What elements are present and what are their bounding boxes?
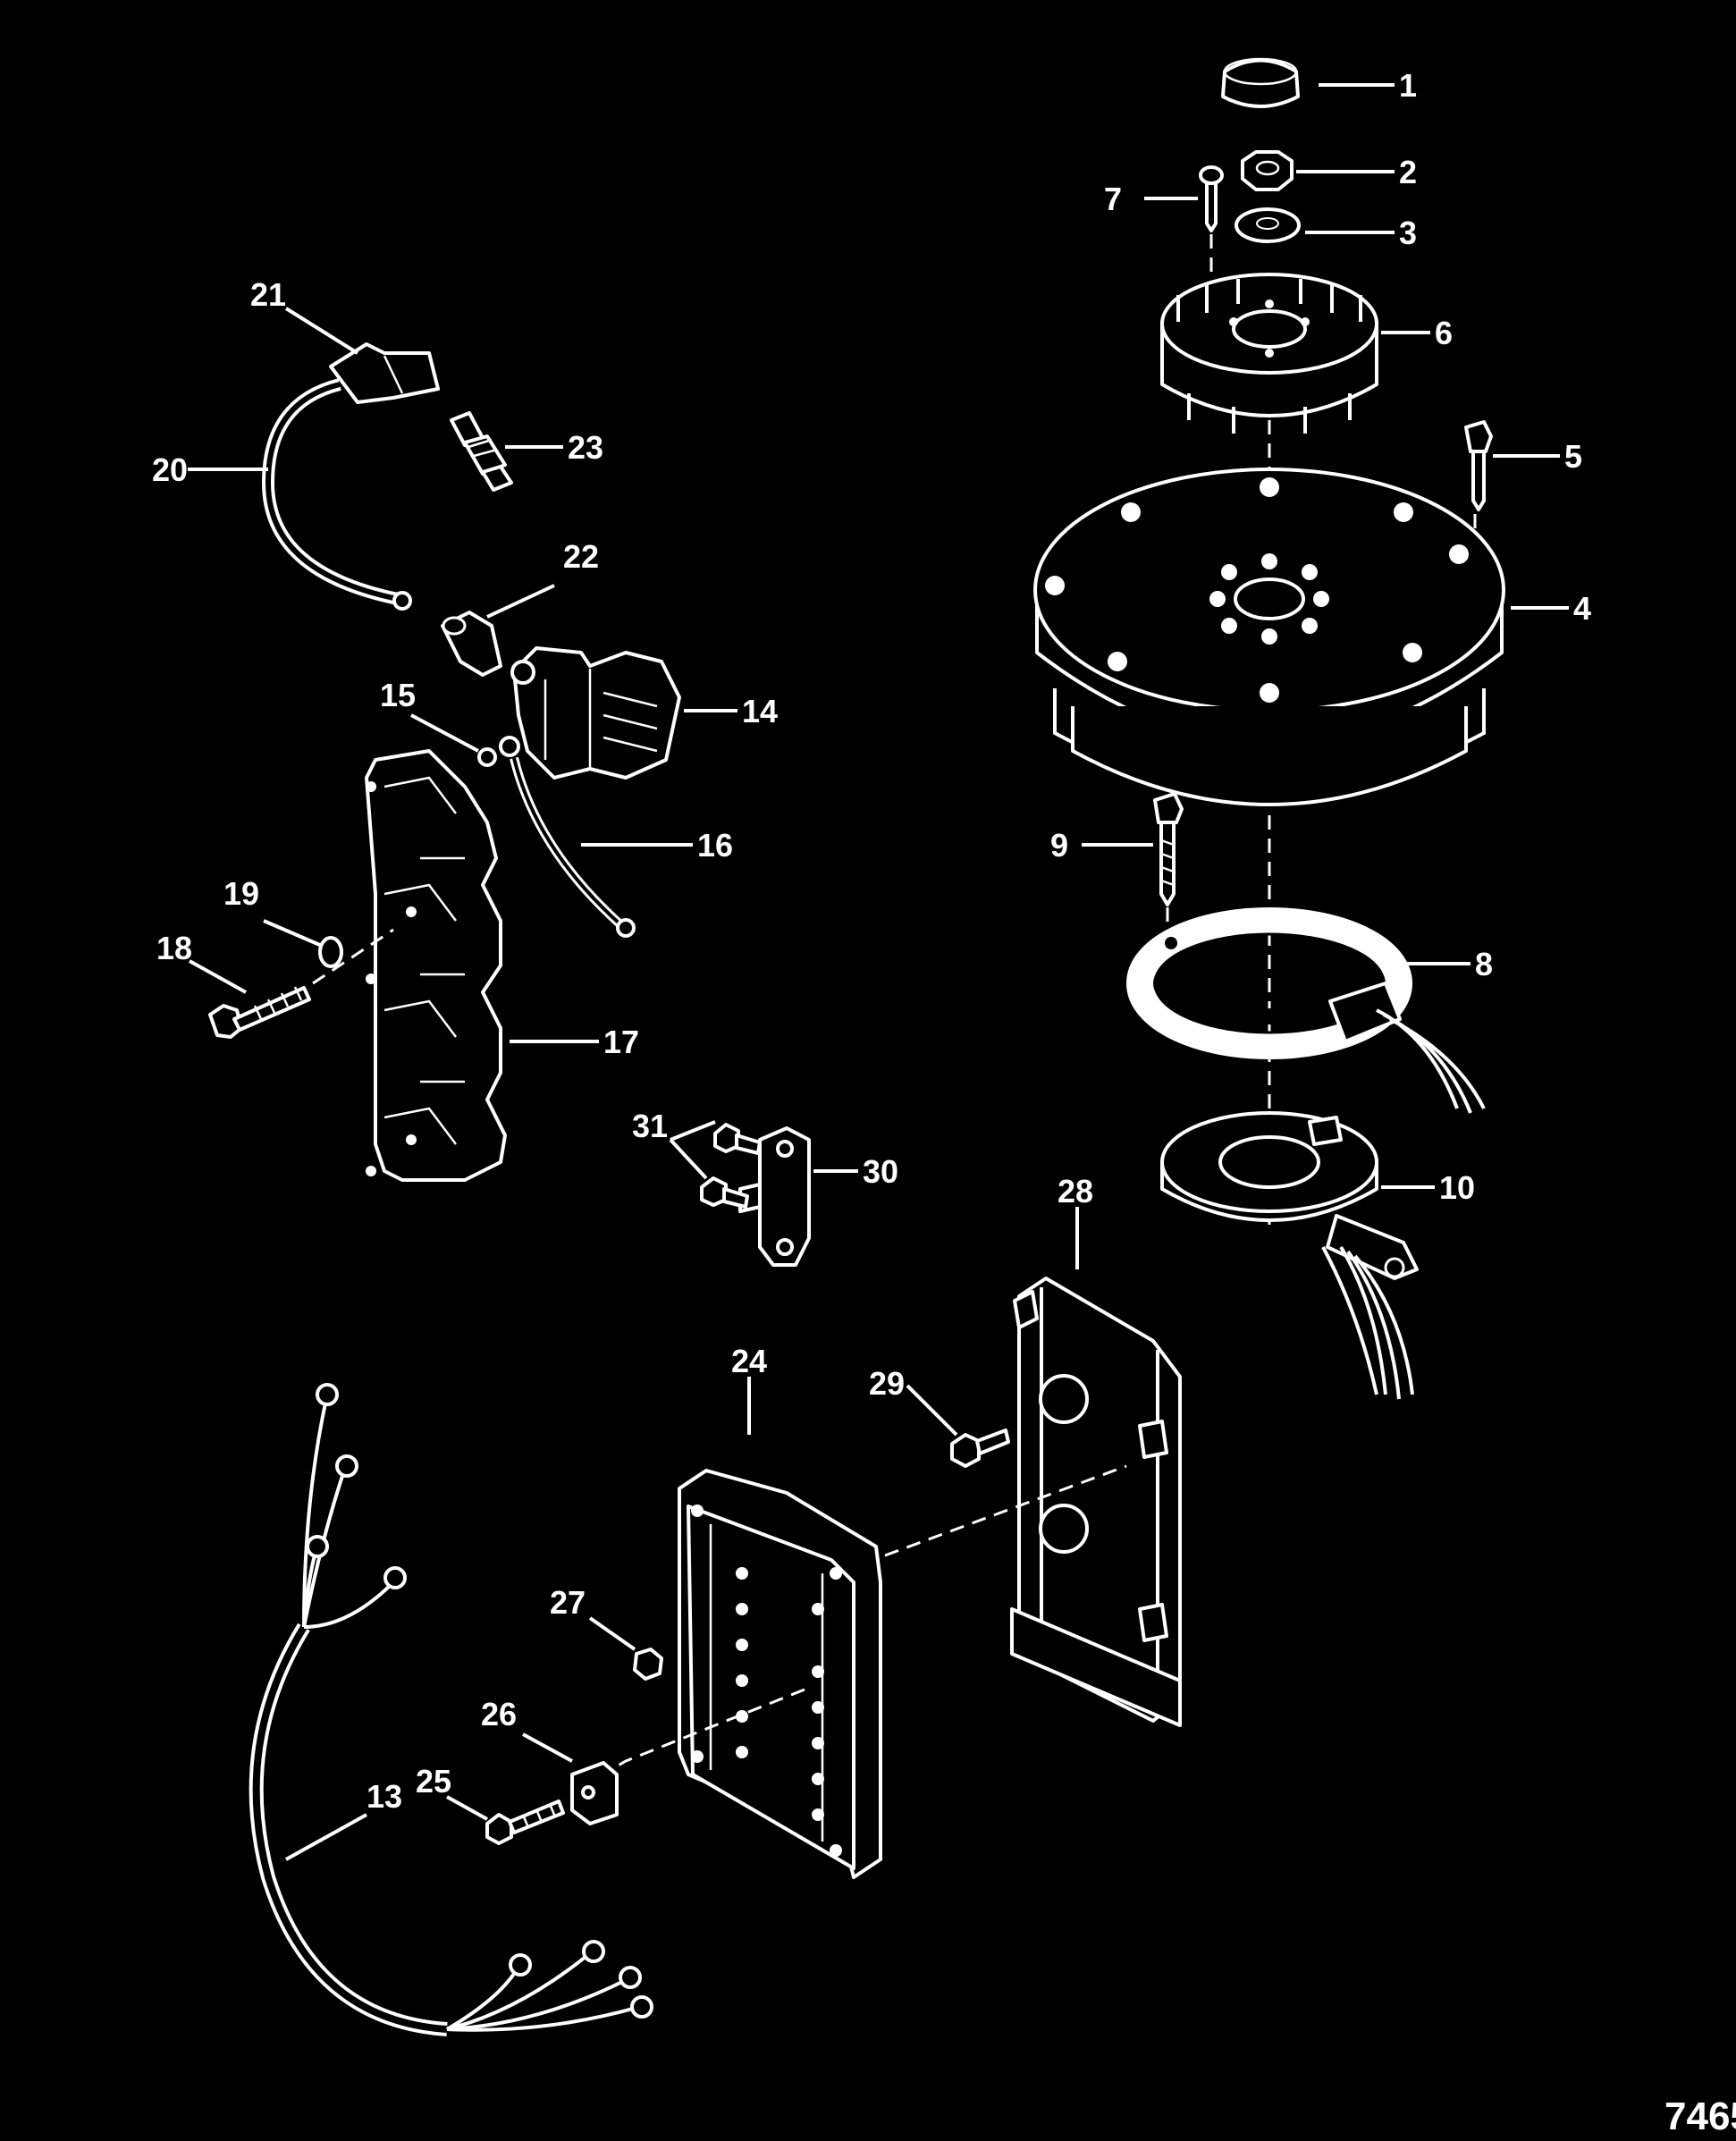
callout-27: 27: [550, 1584, 586, 1621]
part-5-bolt: [1464, 420, 1493, 536]
leader-13: [285, 1813, 367, 1861]
callout-2: 2: [1399, 154, 1417, 190]
part-10-trigger: [1160, 1111, 1419, 1400]
leader-19: [263, 919, 323, 948]
leader-31a: [670, 1120, 716, 1142]
part-4-flywheel: [1033, 468, 1505, 806]
figure-number: 7465: [1664, 2095, 1736, 2138]
callout-9: 9: [1050, 827, 1068, 864]
part-27-nut: [633, 1648, 663, 1681]
callout-7: 7: [1104, 181, 1122, 217]
callout-25: 25: [416, 1763, 451, 1800]
leader-25: [446, 1795, 488, 1821]
part-21-boot: [329, 342, 440, 404]
part-23-spark-plug: [450, 411, 513, 492]
part-8-stator-ring: [1126, 907, 1486, 1114]
part-25-screw: [485, 1800, 565, 1845]
part-28-mounting-plate: [1010, 1277, 1182, 1727]
leader-26: [522, 1732, 573, 1763]
part-19-washer: [318, 936, 343, 968]
leader-15: [410, 713, 479, 753]
leader-21: [284, 307, 359, 355]
leader-27: [588, 1616, 636, 1651]
callout-17: 17: [603, 1024, 639, 1060]
part-7-screw: [1199, 165, 1224, 295]
callout-21: 21: [250, 276, 286, 313]
callout-16: 16: [697, 827, 733, 864]
callout-3: 3: [1399, 215, 1417, 251]
part-20-spark-plug-wire: [261, 378, 400, 605]
callout-22: 22: [563, 538, 599, 575]
callout-24: 24: [731, 1343, 767, 1379]
leader-29: [906, 1384, 958, 1437]
part-15-nut: [477, 747, 497, 767]
part-3-washer: [1235, 207, 1301, 243]
callout-1: 1: [1399, 67, 1417, 104]
leader-18: [189, 959, 247, 994]
callout-31: 31: [632, 1108, 668, 1144]
callout-30: 30: [863, 1153, 898, 1190]
wire-terminal: [392, 591, 412, 611]
callout-20: 20: [152, 451, 188, 488]
part-17-coil-bank: [365, 749, 507, 1182]
callout-14: 14: [742, 693, 778, 729]
mount-line-upper: [884, 1464, 1127, 1557]
part-9-bolt: [1153, 792, 1184, 939]
callout-19: 19: [223, 875, 259, 912]
part-16-ground-wire: [499, 736, 636, 938]
callout-23: 23: [568, 429, 603, 466]
callout-29: 29: [869, 1365, 905, 1402]
leader-31b: [669, 1138, 708, 1180]
callout-18: 18: [156, 930, 192, 966]
part-24-switch-box: [678, 1469, 882, 1879]
callout-6: 6: [1435, 315, 1453, 351]
part-26-clamp: [570, 1761, 619, 1825]
callout-10: 10: [1439, 1169, 1475, 1206]
part-29-screw: [950, 1429, 1010, 1468]
part-14-ignition-coil: [510, 646, 681, 780]
callout-8: 8: [1475, 946, 1493, 982]
callout-5: 5: [1564, 438, 1582, 475]
callout-26: 26: [481, 1696, 517, 1732]
callout-15: 15: [380, 677, 416, 713]
part-2-nut: [1241, 150, 1294, 191]
callout-4: 4: [1573, 590, 1591, 627]
part-6-starter-cup: [1160, 273, 1378, 434]
part-31-screws: [700, 1123, 762, 1209]
part-1-cap: [1221, 57, 1300, 108]
callout-28: 28: [1058, 1173, 1093, 1210]
leader-22: [486, 584, 555, 619]
part-18-bolt: [208, 928, 394, 1039]
callout-13: 13: [367, 1778, 402, 1815]
part-22-grommet: [441, 611, 502, 677]
part-13-wiring-harness: [249, 1383, 653, 2036]
